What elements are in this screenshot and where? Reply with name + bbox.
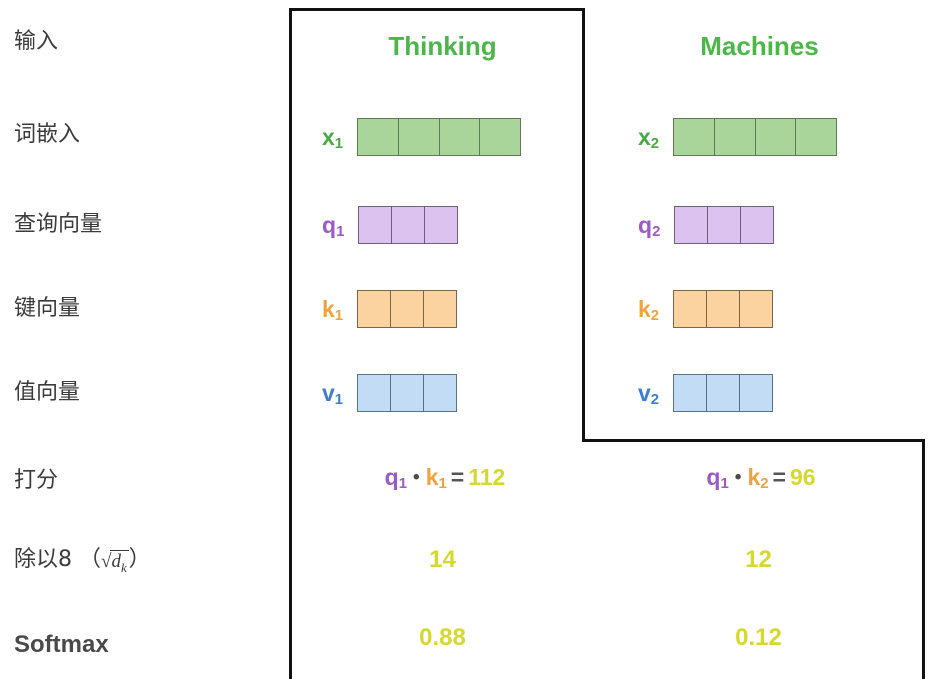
cell: [391, 206, 426, 244]
vector-symbol-q2: q2: [638, 211, 661, 240]
cell: [389, 374, 424, 412]
row-label-query: 查询向量: [14, 212, 103, 237]
cell: [738, 290, 773, 328]
score-equation-col1: q1•k1=112: [320, 464, 570, 492]
cells-k2: [673, 290, 773, 328]
cell: [422, 374, 457, 412]
cell: [673, 374, 708, 412]
vector-symbol-k2: k2: [638, 295, 660, 324]
cell: [705, 290, 740, 328]
vector-symbol-k1: k1: [322, 295, 344, 324]
softmax-value-col2: 0.12: [735, 624, 782, 651]
cell: [357, 290, 392, 328]
equals-sign: =: [772, 464, 786, 490]
row-label-embedding: 词嵌入: [14, 122, 81, 147]
score-right-operand: k2: [747, 464, 769, 492]
frame-upper-right-edge: [582, 8, 585, 442]
math-sub: k: [120, 559, 127, 575]
frame-top-edge: [289, 8, 585, 11]
frame-left-edge: [289, 8, 292, 679]
embedding-vector-x2: x2: [638, 118, 838, 156]
cell: [673, 290, 708, 328]
frame-step-edge: [582, 439, 925, 442]
row-label-value: 值向量: [14, 380, 81, 405]
cell: [674, 206, 709, 244]
divide-text: 除以8 （: [14, 547, 101, 572]
cell: [705, 374, 740, 412]
query-vector-q2: q2: [638, 206, 774, 244]
key-vector-k1: k1: [322, 290, 457, 328]
cell: [438, 118, 481, 156]
row-label-input: 输入: [14, 29, 59, 54]
dot-product-icon: •: [734, 467, 742, 488]
cell: [754, 118, 797, 156]
vector-symbol-v2: v2: [638, 379, 660, 408]
divided-value-col1: 14: [429, 546, 456, 573]
cells-v1: [357, 374, 457, 412]
vector-symbol-x1: x1: [322, 123, 344, 152]
cells-x1: [357, 118, 522, 156]
cells-k1: [357, 290, 457, 328]
cell: [739, 206, 774, 244]
cell: [358, 206, 393, 244]
cell: [673, 118, 716, 156]
divided-value-col2: 12: [745, 546, 772, 573]
vector-symbol-v1: v1: [322, 379, 344, 408]
math-var: d: [111, 551, 121, 572]
column-title-machines: Machines: [700, 31, 819, 61]
row-label-key: 键向量: [14, 296, 81, 321]
cell: [357, 374, 392, 412]
query-vector-q1: q1: [322, 206, 458, 244]
cells-q2: [674, 206, 774, 244]
row-label-score: 打分: [14, 468, 59, 493]
equals-sign: =: [450, 464, 465, 490]
cell: [397, 118, 440, 156]
embedding-vector-x1: x1: [322, 118, 522, 156]
cell: [479, 118, 522, 156]
cell: [713, 118, 756, 156]
value-vector-v2: v2: [638, 374, 773, 412]
cell: [707, 206, 742, 244]
score-equation-col2: q1•k2=96: [636, 464, 886, 492]
column-title-thinking: Thinking: [388, 31, 497, 61]
row-label-divide: 除以8 （√dk）: [14, 549, 151, 574]
cell: [422, 290, 457, 328]
cells-q1: [358, 206, 458, 244]
value-vector-v1: v1: [322, 374, 457, 412]
score-left-operand: q1: [706, 464, 729, 492]
frame-lower-right-edge: [922, 439, 925, 679]
cells-x2: [673, 118, 838, 156]
row-label-softmax: Softmax: [14, 631, 109, 658]
dot-product-icon: •: [413, 467, 420, 488]
divide-suffix: ）: [128, 547, 151, 572]
vector-symbol-x2: x2: [638, 123, 660, 152]
cell: [389, 290, 424, 328]
score-value: 112: [468, 464, 506, 490]
cell: [795, 118, 838, 156]
score-left-operand: q1: [384, 464, 408, 492]
vector-symbol-q1: q1: [322, 211, 345, 240]
softmax-value-col1: 0.88: [419, 624, 466, 651]
key-vector-k2: k2: [638, 290, 773, 328]
cell: [423, 206, 458, 244]
cells-v2: [673, 374, 773, 412]
cell: [357, 118, 400, 156]
cell: [738, 374, 773, 412]
score-value: 96: [789, 464, 816, 490]
score-right-operand: k1: [425, 464, 447, 492]
sqrt-dk-icon: √dk: [101, 550, 129, 575]
